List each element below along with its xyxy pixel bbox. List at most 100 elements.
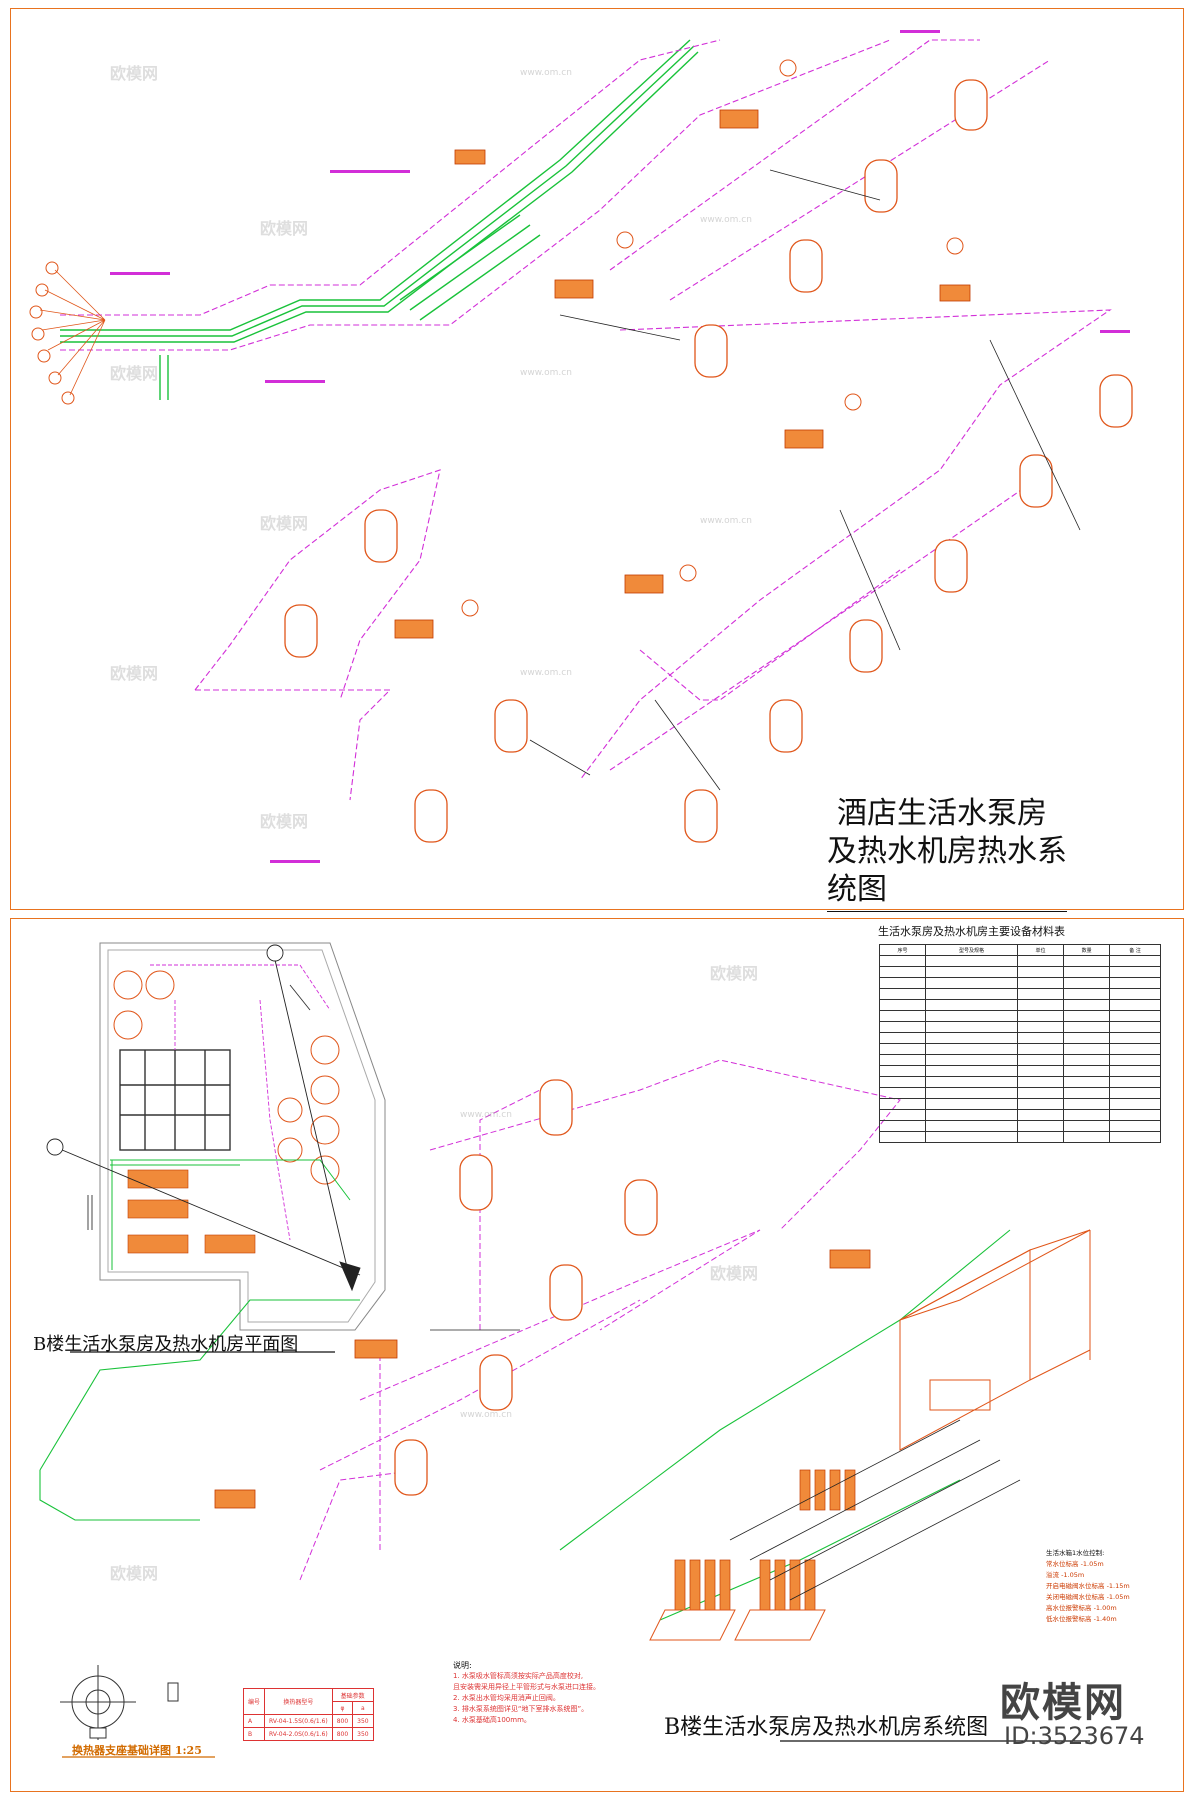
hx-cell: 350 — [352, 1727, 374, 1741]
plan-pumps — [127, 1169, 256, 1254]
col-no: 序号 — [878, 944, 927, 956]
design-notes: 说明: 1. 水泵吸水管标高须按实际产品高度校对, 且安装需采用异径上平管形式与… — [453, 1660, 600, 1726]
col-spec: 型号及规格 — [925, 944, 1019, 956]
table-row — [878, 1021, 1161, 1033]
table-row — [878, 1131, 1161, 1143]
hx-cell: RV-04-1.5S(0.6/1.6) — [264, 1714, 333, 1728]
sheet2-pump-skids — [214, 1249, 871, 1509]
small-labels-sheet1 — [110, 30, 1130, 863]
plan-leaders — [46, 944, 361, 1292]
water-level-control: 生活水箱1水位控制: 常水位标高 -1.05m 溢流 -1.05m 开启电磁阀水… — [1046, 1548, 1130, 1625]
watermark-url: www.om.cn — [520, 668, 572, 678]
table-row: A RV-04-1.5S(0.6/1.6) 800 350 — [242, 1714, 374, 1728]
water-level-item: 开启电磁阀水位标高 -1.15m — [1046, 1582, 1130, 1590]
drawing-sheet-hotel — [10, 8, 1184, 910]
sheet2-system-magenta — [299, 1059, 901, 1581]
table-row — [878, 977, 1161, 989]
sheet2-black-lines — [430, 1329, 1021, 1601]
hotwater-tanks-sheet1 — [284, 79, 1133, 843]
sheet1-title: 酒店生活水泵房 及热水机房热水系统图 — [827, 795, 1067, 912]
equipment-table-title: 生活水泵房及热水机房主要设备材料表 — [878, 925, 1065, 938]
watermark-brand: 欧模网 — [110, 664, 159, 683]
model-id: ID:3523674 — [1004, 1722, 1145, 1750]
note-line: 且安装需采用异径上平管形式与水泵进口连接。 — [453, 1683, 600, 1691]
note-line: 1. 水泵吸水管标高须按实际产品高度校对, — [453, 1672, 584, 1680]
hx-header-row: 编号 换热器型号 基础参数 — [242, 1688, 374, 1715]
black-diagonals-sheet1 — [529, 169, 1081, 791]
foundation-title: 换热器支座基础详图 1:25 — [72, 1744, 202, 1757]
hx-cell: 350 — [352, 1714, 374, 1728]
plan-tanks-grid — [119, 1049, 231, 1151]
hx-col-id: 编号 — [242, 1688, 266, 1715]
watermark-url: www.om.cn — [520, 368, 572, 378]
table-row — [878, 988, 1161, 1000]
table-row — [878, 1120, 1161, 1132]
watermark-brand: 欧模网 — [110, 64, 159, 83]
watermark-brand: 欧模网 — [710, 964, 759, 983]
heat-exchanger-table: 编号 换热器型号 基础参数 φ a A RV-04-1.5S(0.6/1.6) … — [242, 1688, 374, 1741]
hx-col-a: a — [352, 1701, 374, 1715]
sheet2-pump-groups — [674, 1469, 856, 1611]
watermark-url: www.om.cn — [700, 516, 752, 526]
watermark-url: www.om.cn — [460, 1410, 512, 1420]
hx-col-model: 换热器型号 — [264, 1688, 333, 1715]
pump-skids-sheet1 — [394, 109, 971, 639]
sheet2-water-tank-box — [899, 1229, 1091, 1451]
note-line: 4. 水泵基础高100mm。 — [453, 1716, 531, 1724]
water-level-title: 生活水箱1水位控制: — [1046, 1549, 1105, 1557]
water-level-item: 溢流 -1.05m — [1046, 1571, 1085, 1579]
col-unit: 单位 — [1017, 944, 1065, 956]
col-qty: 数量 — [1063, 944, 1111, 956]
hx-cell: 800 — [331, 1714, 354, 1728]
watermark-brand: 欧模网 — [260, 812, 309, 831]
expansion-vessels-sheet1 — [461, 59, 964, 617]
orange-fan-circles — [29, 261, 75, 405]
watermark-url: www.om.cn — [700, 215, 752, 225]
note-line: 2. 水泵出水管均采用消声止回阀。 — [453, 1694, 560, 1702]
hx-cell: A — [242, 1714, 266, 1728]
water-level-item: 低水位报警标高 -1.40m — [1046, 1615, 1117, 1623]
watermark-brand: 欧模网 — [710, 1264, 759, 1283]
table-row — [878, 1065, 1161, 1077]
hx-cell: B — [242, 1727, 266, 1741]
sheet1-title-line2: 及热水机房热水系统图 — [827, 833, 1067, 912]
plan-title: B楼生活水泵房及热水机房平面图 — [33, 1334, 299, 1355]
system-title: B楼生活水泵房及热水机房系统图 — [664, 1715, 989, 1740]
system-title-line — [70, 1351, 1090, 1742]
sheet2-tanks — [394, 1079, 658, 1496]
site-logo: 欧模网 — [1000, 1680, 1126, 1726]
table-row — [878, 966, 1161, 978]
green-supply-pipes — [60, 39, 699, 400]
plan-outline — [99, 942, 386, 1331]
water-level-item: 关闭电磁阀水位标高 -1.05m — [1046, 1593, 1130, 1601]
watermark-url: www.om.cn — [520, 68, 572, 78]
notes-title: 说明: — [453, 1661, 472, 1670]
plan-doors — [87, 984, 311, 1230]
hx-cell: RV-04-2.0S(0.6/1.6) — [264, 1727, 333, 1741]
col-remark: 备 注 — [1109, 944, 1161, 956]
sheet2-pump-bases — [649, 1609, 826, 1641]
plan-green-pipes — [110, 1159, 351, 1270]
equipment-table-header: 序号 型号及规格 单位 数量 备 注 — [878, 944, 1161, 956]
magenta-hotwater-pipes — [60, 39, 1112, 801]
watermark-brand: 欧模网 — [260, 219, 309, 238]
sheet1-title-line1: 酒店生活水泵房 — [837, 796, 1047, 831]
plan-equipment — [113, 970, 340, 1185]
equipment-table: 序号 型号及规格 单位 数量 备 注 — [878, 944, 1161, 1143]
table-row — [878, 955, 1161, 967]
hx-cell: 800 — [331, 1727, 354, 1741]
hx-col-phi: φ — [331, 1701, 354, 1715]
table-row — [878, 1098, 1161, 1110]
table-row — [878, 1109, 1161, 1121]
watermark-brand: 欧模网 — [110, 1564, 159, 1583]
table-row — [878, 1043, 1161, 1055]
plan-magenta-pipes — [150, 964, 331, 1241]
watermark-brand: 欧模网 — [110, 364, 159, 383]
table-row — [878, 1076, 1161, 1088]
water-level-item: 高水位报警标高 -1.00m — [1046, 1604, 1117, 1612]
note-line: 3. 排水泵系统图详见“地下室排水系统图”。 — [453, 1705, 589, 1713]
watermark-url: www.om.cn — [460, 1110, 512, 1120]
table-row — [878, 1054, 1161, 1066]
orange-fan-lines — [39, 269, 106, 396]
